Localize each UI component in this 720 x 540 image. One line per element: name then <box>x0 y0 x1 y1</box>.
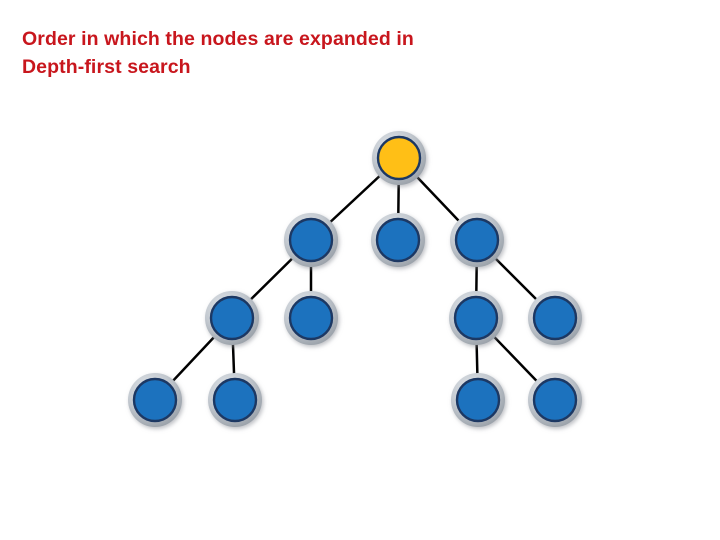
tree-node[interactable] <box>284 291 338 345</box>
tree-node[interactable] <box>451 373 505 427</box>
node-fill-circle <box>288 217 334 263</box>
tree-node[interactable] <box>284 213 338 267</box>
node-fill-circle <box>455 377 501 423</box>
node-fill-circle <box>453 295 499 341</box>
tree-node[interactable] <box>450 213 504 267</box>
node-fill-circle <box>376 135 422 181</box>
tree-node[interactable] <box>449 291 503 345</box>
tree-node[interactable] <box>208 373 262 427</box>
node-fill-circle <box>209 295 255 341</box>
edge-layer <box>153 156 557 402</box>
tree-node[interactable] <box>528 373 582 427</box>
node-fill-circle <box>288 295 334 341</box>
node-fill-circle <box>212 377 258 423</box>
tree-node[interactable] <box>128 373 182 427</box>
tree-node[interactable] <box>205 291 259 345</box>
tree-node[interactable] <box>371 213 425 267</box>
node-fill-circle <box>532 377 578 423</box>
node-layer <box>128 131 582 427</box>
node-fill-circle <box>454 217 500 263</box>
slide-title: Order in which the nodes are expanded in… <box>22 28 414 78</box>
node-fill-circle <box>375 217 421 263</box>
tree-node[interactable] <box>528 291 582 345</box>
node-fill-circle <box>132 377 178 423</box>
tree-node[interactable] <box>372 131 426 185</box>
node-fill-circle <box>532 295 578 341</box>
